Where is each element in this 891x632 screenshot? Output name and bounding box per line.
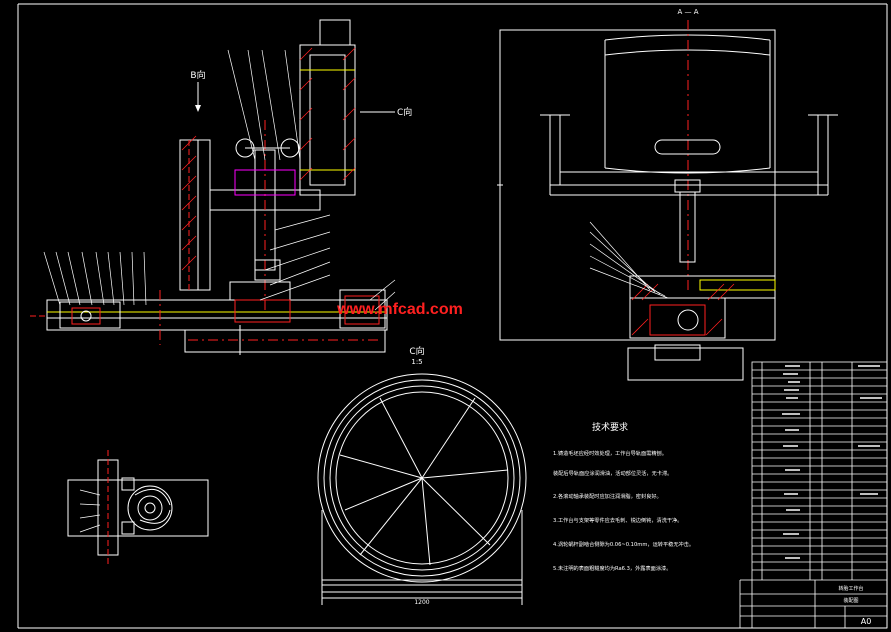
tech-req-item: 装配后导轨面应涂润滑油，活动部位灵活，无卡滞。 [553,469,672,477]
view-c-label: C向 [409,345,424,357]
tech-req-title: 技术要求 [592,421,628,433]
tech-req-item: 3.工作台与支架等零件应去毛刺、锐边倒钝，清洗干净。 [553,516,682,524]
title-block-size: A0 [861,617,872,626]
view-c-scale: 1:5 [411,358,422,366]
detail-view [67,450,209,565]
tech-req-item: 1.铸造毛坯应经时效处理，工作台导轨面需精刨。 [553,449,667,457]
title-block-sub: 装配图 [843,597,858,604]
drawing-frame [17,3,888,629]
tech-req-item: 5.未注明的表面粗糙度均为Ra6.3，外露表面涂漆。 [553,564,671,572]
tech-req-item: 4.涡轮蜗杆副啮合侧隙为0.06~0.10mm，运转平稳无冲击。 [553,540,694,548]
tech-req-item: 2.各滚动轴承装配时应加注润滑脂，密封良好。 [553,492,662,500]
title-block-name: 转胎工作台 [838,585,863,592]
side-section-view [497,20,838,381]
c-view [317,373,527,605]
parts-list-text-marks [782,365,882,559]
view-b-label: B向 [190,69,205,81]
c-arrow-label: C向 [397,106,412,118]
technical-requirements: 技术要求 1.铸造毛坯应经时效处理，工作台导轨面需精刨。 装配后导轨面应涂润滑油… [553,421,694,572]
section-a-label: A — A [677,8,698,16]
parts-list [739,361,888,629]
dim-bottom: 1200 [414,599,429,606]
front-section-view [30,19,396,355]
watermark: www.mfcad.com [336,301,463,318]
